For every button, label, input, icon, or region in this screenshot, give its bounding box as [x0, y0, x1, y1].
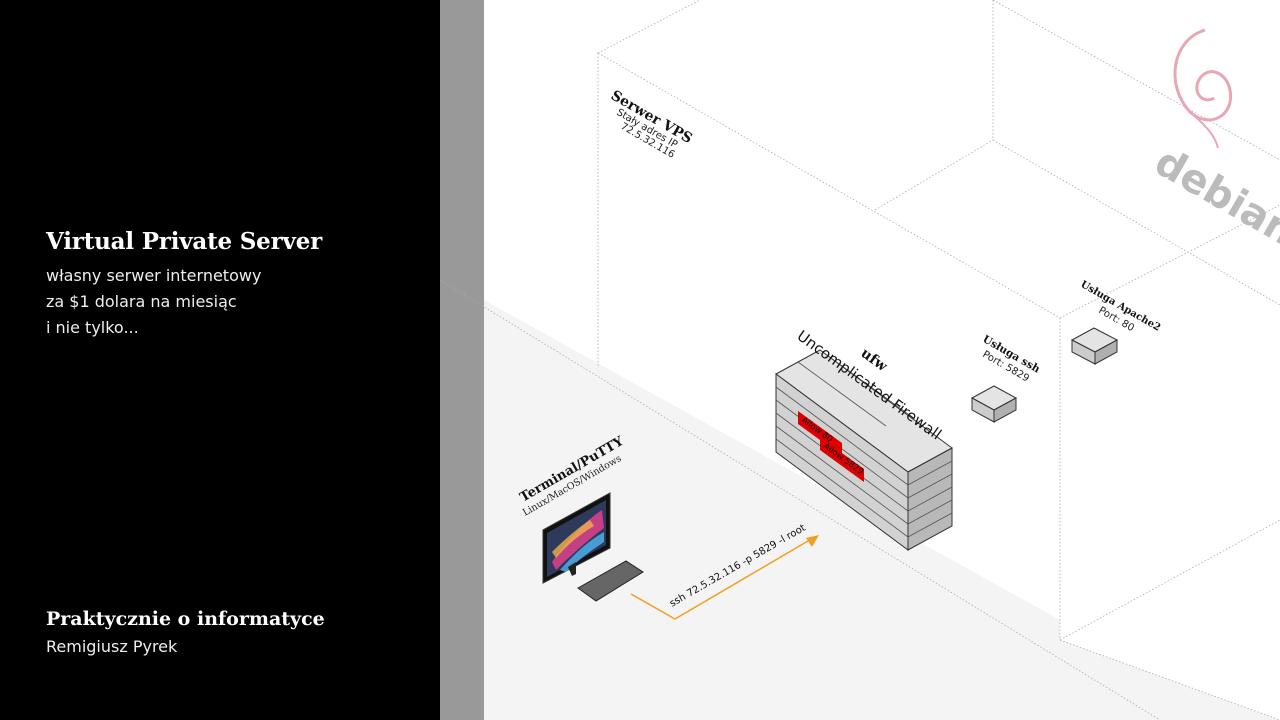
- gray-strip: [440, 0, 484, 720]
- grid-lines: [439, 0, 1280, 720]
- debian-swirl-icon: [1173, 28, 1233, 122]
- firewall-wall: [775, 349, 953, 551]
- subtitle-line: za $1 dolara na miesiąc: [46, 292, 237, 311]
- debian-logo-text: debian: [1147, 139, 1280, 256]
- ssh-service-box: [970, 385, 1018, 423]
- debian-logo: debian: [1147, 28, 1280, 256]
- subtitle-line: i nie tylko...: [46, 318, 139, 337]
- computer-icon: [542, 492, 644, 602]
- subtitle-line: własny serwer internetowy: [46, 266, 262, 285]
- left-panel: Virtual Private Server własny serwer int…: [0, 0, 440, 720]
- author-name: Remigiusz Pyrek: [46, 637, 178, 656]
- title: Virtual Private Server: [46, 228, 323, 255]
- channel-name: Praktycznie o informatyce: [46, 608, 325, 630]
- ssh-connection-arrow: [630, 535, 819, 620]
- apache-service-box: [1070, 327, 1119, 365]
